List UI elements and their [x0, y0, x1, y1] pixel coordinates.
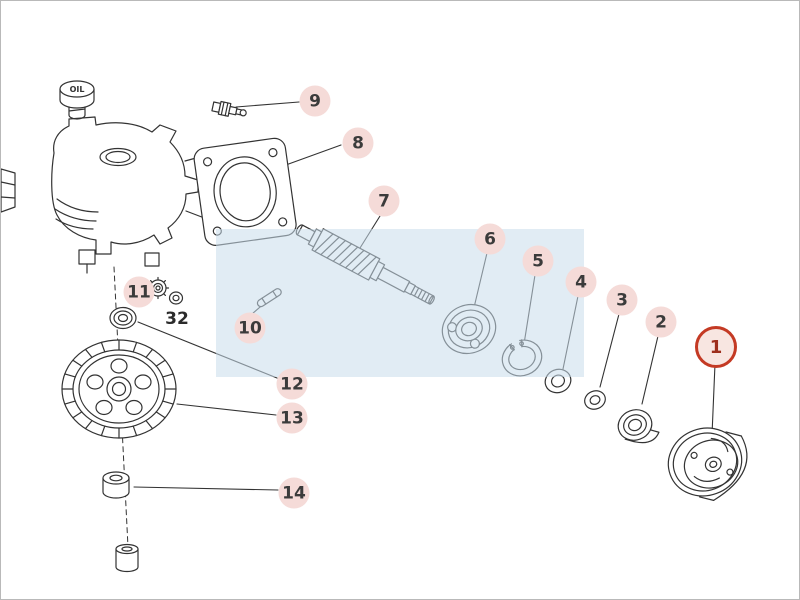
ring-part3 — [584, 390, 606, 410]
gear-wheel-part13 — [61, 339, 177, 439]
callout-6[interactable]: 6 — [474, 223, 506, 255]
gear-housing — [51, 116, 208, 274]
callout-4[interactable]: 4 — [565, 266, 597, 298]
callout-7[interactable]: 7 — [368, 185, 400, 217]
watermark-overlay — [216, 229, 584, 377]
grease-fitting-part9 — [211, 100, 247, 117]
callout-2[interactable]: 2 — [645, 306, 677, 338]
callout-14[interactable]: 14 — [278, 477, 310, 509]
left-edge-part — [1, 168, 16, 213]
flange-plate-part8 — [193, 137, 297, 246]
callout-8[interactable]: 8 — [342, 127, 374, 159]
callout-11[interactable]: 11 — [123, 276, 155, 308]
callout-32-label[interactable]: 32 — [165, 309, 189, 329]
small-washer-part11 — [168, 291, 184, 305]
oil-cap-label: OIL — [70, 85, 85, 94]
callout-12[interactable]: 12 — [276, 368, 308, 400]
collar-part2 — [617, 409, 660, 444]
callout-9[interactable]: 9 — [299, 85, 331, 117]
washer-part12 — [109, 306, 137, 330]
callout-13[interactable]: 13 — [276, 402, 308, 434]
callout-1-highlighted[interactable]: 1 — [695, 326, 737, 368]
callout-3[interactable]: 3 — [606, 284, 638, 316]
spacer-part14 — [102, 471, 130, 499]
clutch-drum-part1 — [667, 427, 748, 501]
bottom-cap — [115, 543, 139, 573]
callout-5[interactable]: 5 — [522, 245, 554, 277]
oil-cap: OIL — [59, 80, 95, 120]
callout-10[interactable]: 10 — [234, 312, 266, 344]
